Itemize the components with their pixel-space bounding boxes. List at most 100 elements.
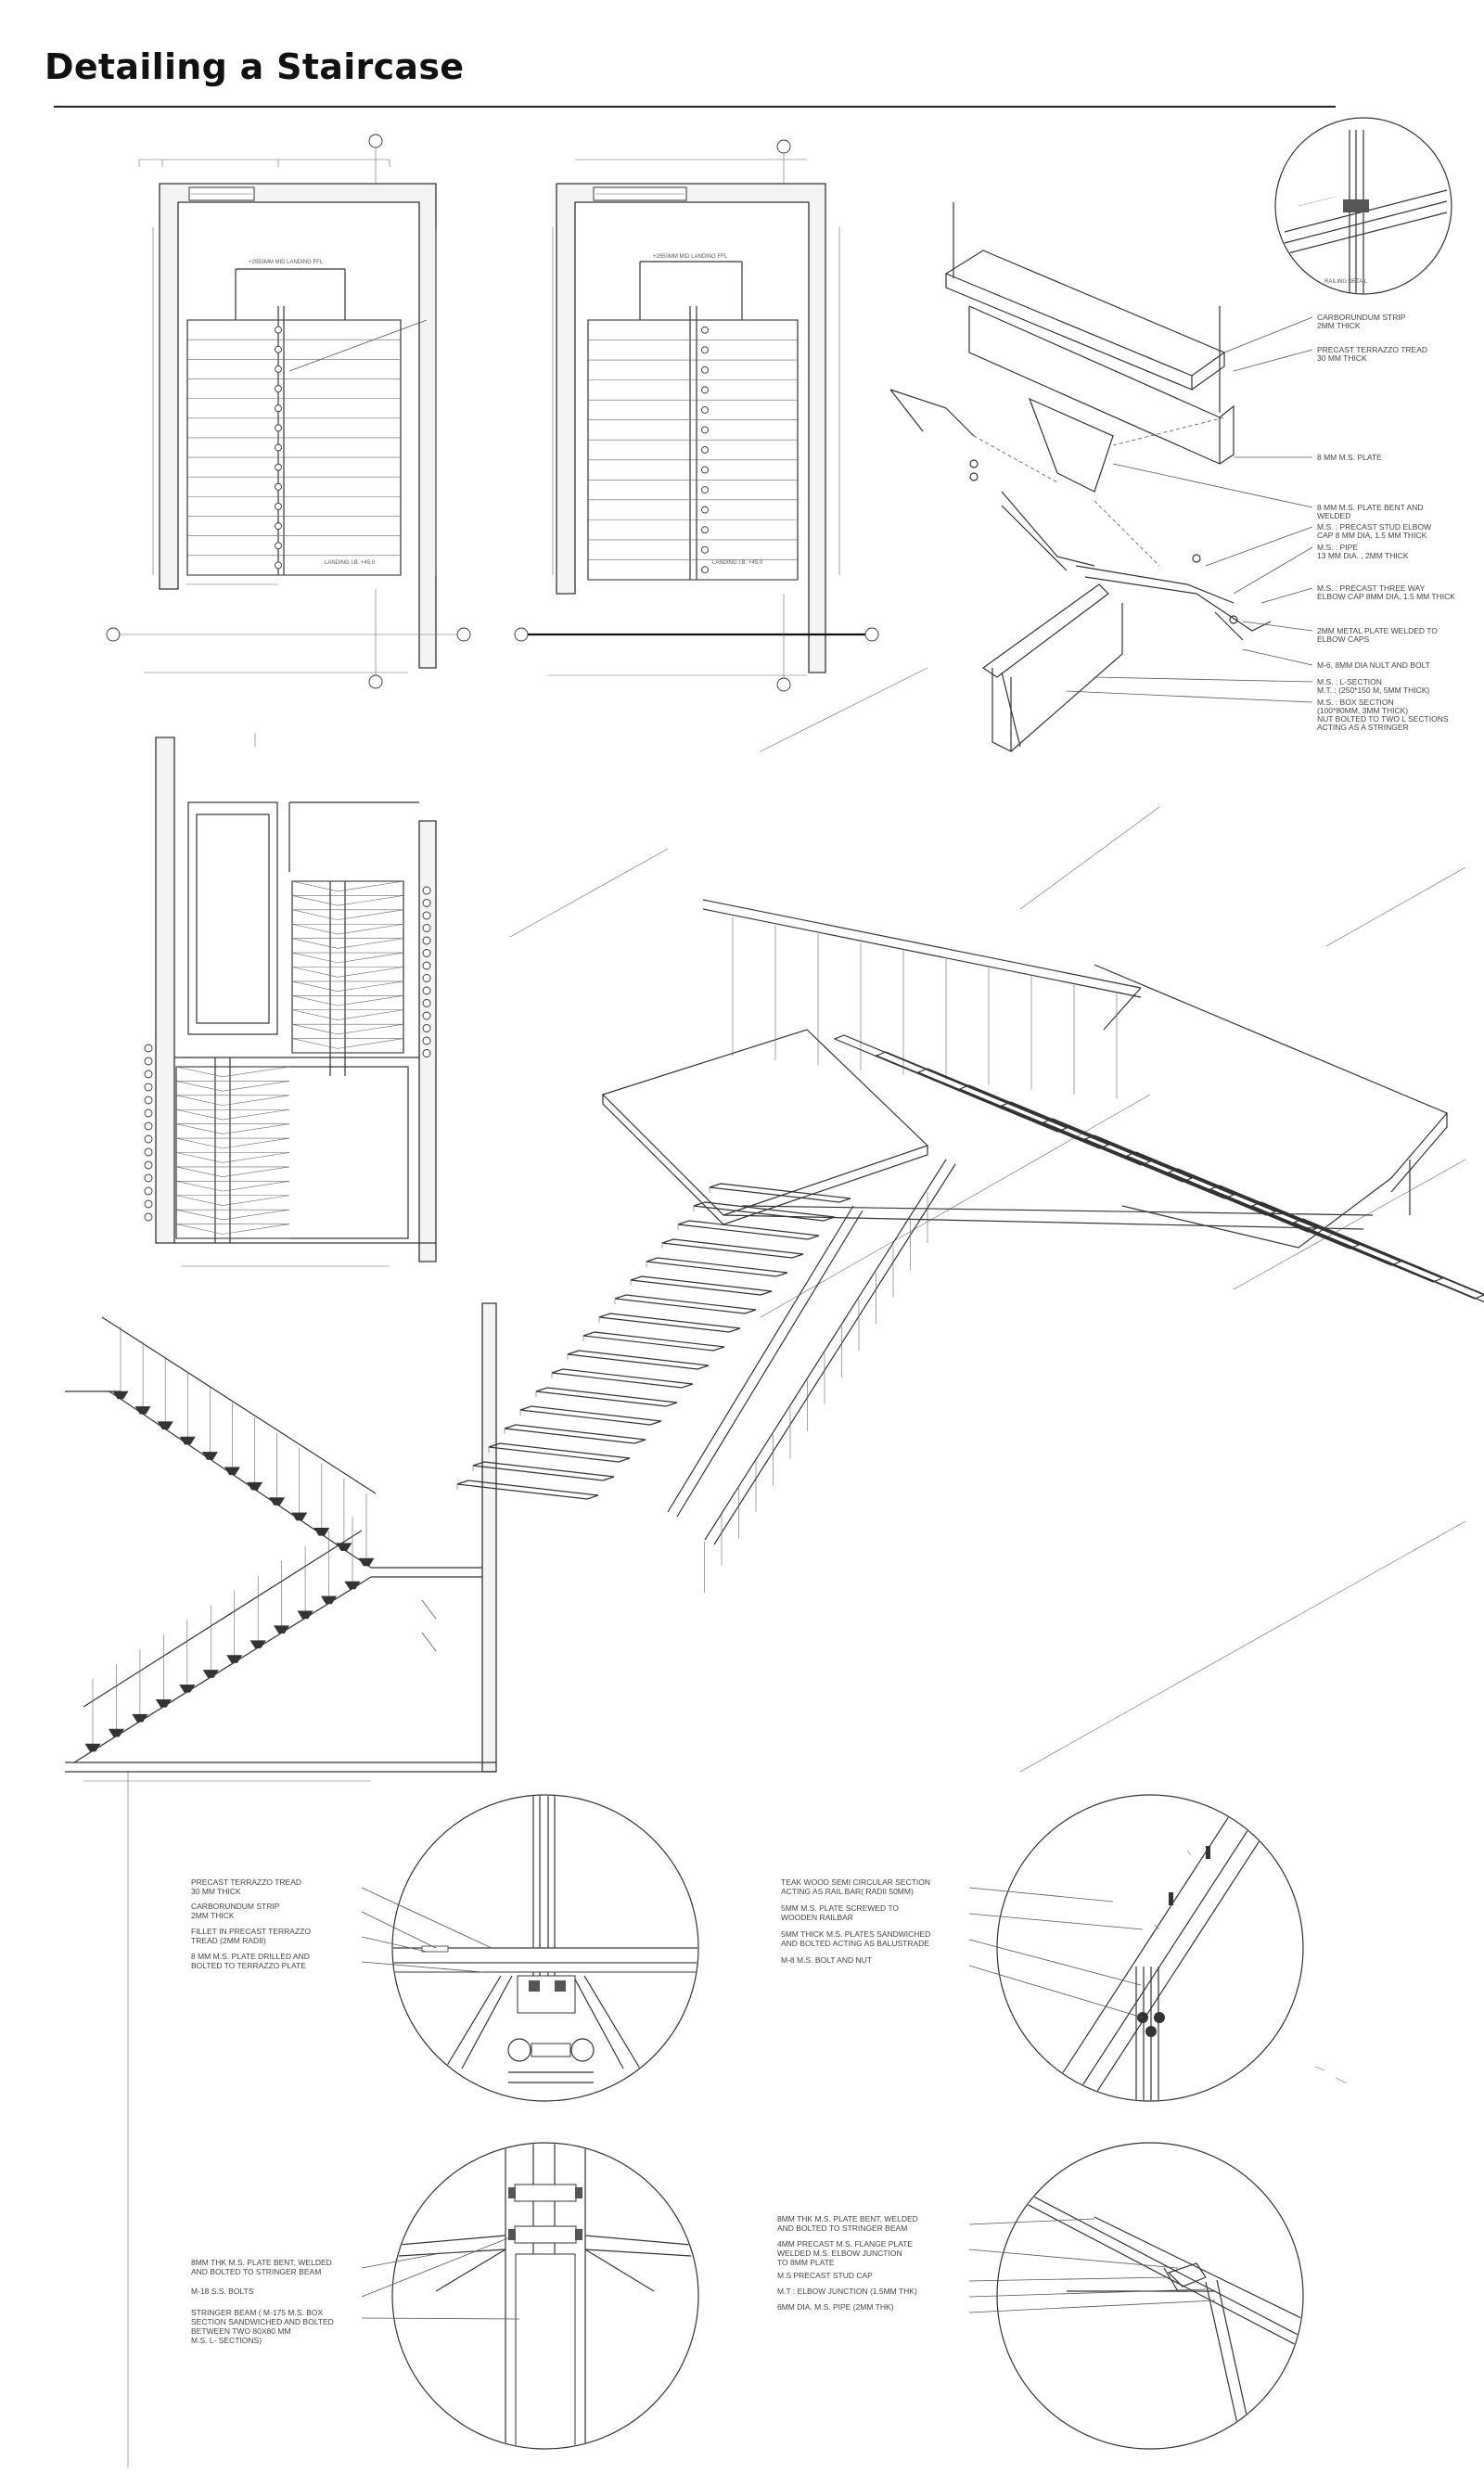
railing-detail: RAILING DETAIL xyxy=(1274,117,1452,295)
step-marker xyxy=(422,961,431,970)
tread-bracket xyxy=(175,1181,290,1192)
tread xyxy=(1292,1218,1484,1303)
step-marker xyxy=(701,386,709,394)
callout-label: M.S PRECAST STUD CAP xyxy=(777,2271,873,2280)
tread-bracket xyxy=(175,1081,290,1092)
tread-bracket xyxy=(291,895,404,906)
tread-bracket xyxy=(134,1406,151,1415)
step-marker xyxy=(144,1044,153,1053)
callout-label: 8 MM M.S. PLATE xyxy=(1317,453,1382,462)
step-marker xyxy=(275,443,282,452)
step-marker xyxy=(275,503,282,510)
detail-elbow-leaders xyxy=(968,2218,1216,2313)
tread xyxy=(582,1331,725,1352)
tread-bracket xyxy=(175,1095,290,1106)
callout-label: 6MM DIA. M.S. PIPE (2MM THK) xyxy=(777,2302,894,2312)
step-marker xyxy=(144,1108,153,1118)
tread-bracket xyxy=(179,1436,196,1445)
tread-bracket xyxy=(274,1625,290,1634)
step-marker xyxy=(422,924,431,932)
tread-bracket xyxy=(132,1713,148,1723)
step-marker xyxy=(701,506,709,514)
plan-b: +2550MM MID LANDING FFL LANDING I.B. +45… xyxy=(514,139,879,692)
tread xyxy=(488,1442,631,1463)
tread xyxy=(646,1257,788,1277)
step-marker xyxy=(422,886,431,895)
tread-bracket xyxy=(291,980,404,993)
tread-bracket xyxy=(291,952,404,964)
callout-leader xyxy=(968,2276,1170,2282)
step-marker xyxy=(701,405,709,414)
callout-leader xyxy=(1242,621,1313,632)
tread xyxy=(598,1313,741,1333)
tread-bracket xyxy=(175,1195,290,1206)
tread-bracket xyxy=(291,1009,404,1020)
detail-tread-leaders xyxy=(361,1887,493,1973)
step-marker xyxy=(701,426,709,434)
mid-lower-treads xyxy=(175,1066,290,1239)
callout-leader xyxy=(968,2300,1216,2313)
tread xyxy=(1125,1151,1361,1249)
step-marker xyxy=(422,974,431,982)
callout-leader xyxy=(361,1911,437,1949)
tread-bracket xyxy=(179,1685,196,1693)
step-marker xyxy=(275,424,282,432)
tread xyxy=(472,1461,615,1481)
step-marker xyxy=(701,365,709,374)
step-marker xyxy=(275,522,282,531)
tread xyxy=(1000,1101,1235,1199)
step-marker xyxy=(701,526,709,534)
step-marker xyxy=(275,345,282,353)
step-marker xyxy=(144,1096,153,1105)
callout-leader xyxy=(361,2253,437,2269)
callout-label: M-8 M.S. BOLT AND NUT xyxy=(781,1955,872,1965)
tread xyxy=(1209,1185,1444,1283)
step-marker xyxy=(275,404,282,413)
callout-leader xyxy=(1233,546,1313,595)
tread-bracket xyxy=(291,880,404,892)
section-upper-flight xyxy=(112,1326,375,1567)
step-marker xyxy=(144,1057,153,1066)
tread-bracket xyxy=(175,1137,290,1149)
callout-leader xyxy=(1260,587,1313,604)
callout-leader xyxy=(361,1936,428,1953)
tread xyxy=(1167,1168,1402,1266)
tread xyxy=(958,1084,1194,1183)
step-marker xyxy=(422,936,431,945)
tread-bracket xyxy=(155,1698,172,1708)
callout-leader xyxy=(1205,526,1313,567)
step-marker xyxy=(144,1083,153,1092)
tread-bracket xyxy=(175,1066,290,1078)
tread-bracket xyxy=(291,1023,404,1035)
callout-leader xyxy=(1233,349,1313,372)
step-marker xyxy=(144,1134,153,1144)
tread xyxy=(1250,1201,1484,1300)
tread-bracket xyxy=(336,1543,352,1551)
step-marker xyxy=(422,899,431,907)
step-marker xyxy=(275,385,282,392)
tread-bracket xyxy=(247,1481,263,1491)
callout-leader xyxy=(1094,676,1313,683)
callout-leader xyxy=(361,1961,483,1973)
callout-leader xyxy=(968,1913,1144,1930)
tread-bracket xyxy=(344,1581,361,1590)
tread-bracket xyxy=(175,1224,290,1235)
tread xyxy=(504,1424,646,1444)
main-isometric xyxy=(456,667,1484,1773)
